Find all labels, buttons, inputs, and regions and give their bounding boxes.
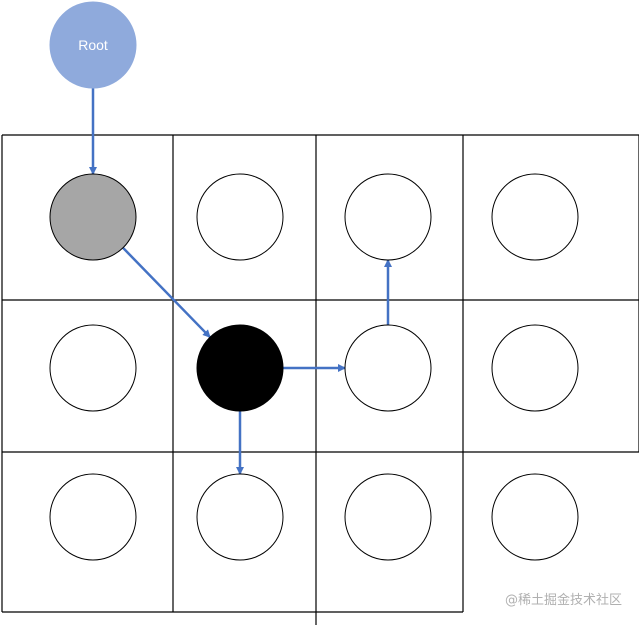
edge-layer xyxy=(89,88,392,475)
grid-node-empty xyxy=(49,473,137,561)
node-layer xyxy=(49,173,579,561)
grid-node-empty xyxy=(344,173,432,261)
grid-node-visited xyxy=(49,173,137,261)
edge-arrow xyxy=(122,246,211,339)
grid-node-empty xyxy=(491,173,579,261)
grid-node-empty xyxy=(491,473,579,561)
grid-node-empty xyxy=(49,324,137,412)
root-label: Root xyxy=(78,37,108,53)
grid-node-empty xyxy=(196,173,284,261)
grid-lines xyxy=(1,134,639,625)
root-circle xyxy=(49,1,137,89)
watermark-text: @稀土掘金技术社区 xyxy=(505,592,622,608)
grid-node-empty xyxy=(196,473,284,561)
root-node: Root xyxy=(49,1,137,89)
grid-node-empty xyxy=(344,324,432,412)
grid-node-current xyxy=(196,324,284,412)
grid-node-empty xyxy=(344,473,432,561)
grid-node-empty xyxy=(491,324,579,412)
